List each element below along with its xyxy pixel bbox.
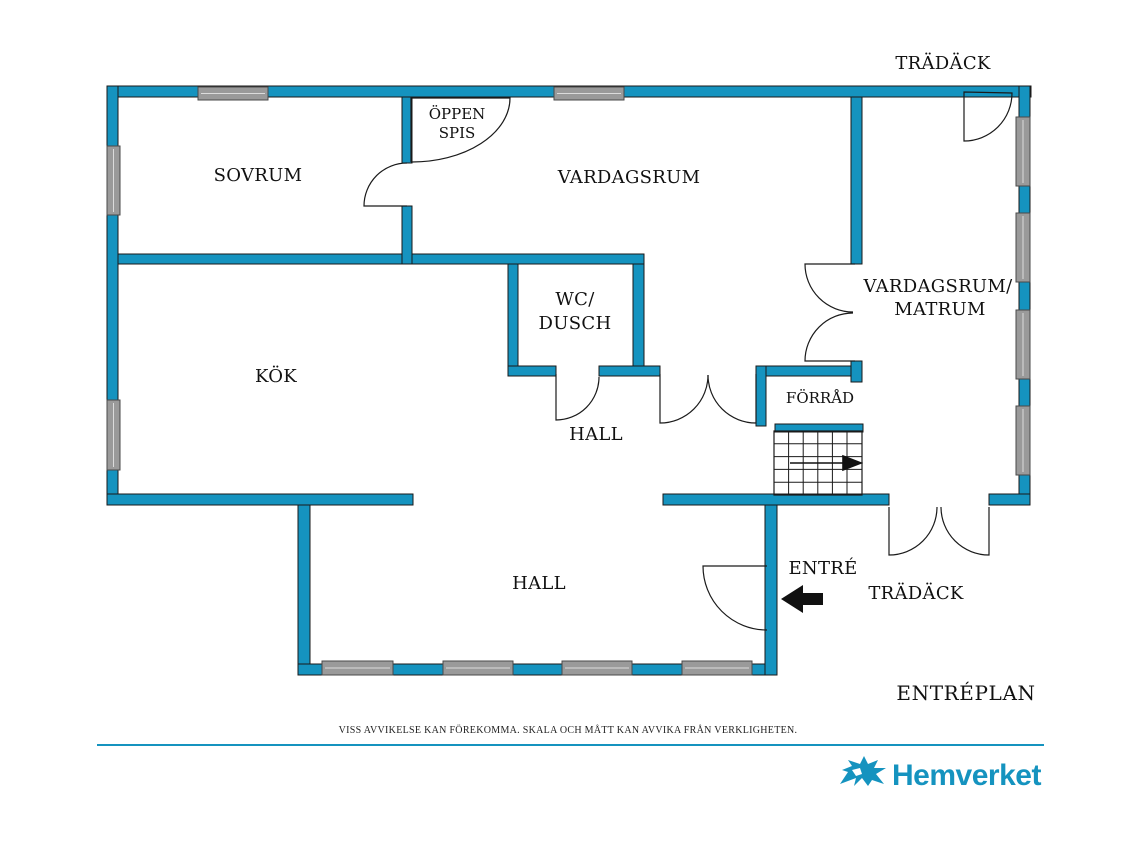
wall-segment xyxy=(117,253,645,265)
window xyxy=(197,86,269,101)
wall-segment xyxy=(774,423,864,433)
wall-segment xyxy=(507,365,557,377)
label-forrad: FÖRRÅD xyxy=(786,389,854,407)
wall-segment xyxy=(507,263,519,377)
wall-segment xyxy=(297,494,311,676)
label-oppen-spis-line1: ÖPPEN xyxy=(429,105,486,123)
door-tradack-bottom-left xyxy=(888,506,938,556)
wall-segment xyxy=(988,493,1031,506)
window xyxy=(442,660,514,676)
wall-segment xyxy=(662,493,890,506)
window xyxy=(1015,116,1031,187)
window xyxy=(681,660,753,676)
label-entreplan: ENTRÉPLAN xyxy=(896,681,1035,705)
disclaimer-text: VISS AVVIKELSE KAN FÖREKOMMA. SKALA OCH … xyxy=(339,724,798,736)
label-vardagsrum-matrum-line2: MATRUM xyxy=(894,299,985,320)
window xyxy=(321,660,394,676)
windows xyxy=(106,86,1031,676)
label-sovrum: SOVRUM xyxy=(214,165,303,186)
griffin-logo-icon xyxy=(840,756,886,786)
label-hall-small: HALL xyxy=(569,424,623,445)
label-tradack-top: TRÄDÄCK xyxy=(895,51,991,74)
window xyxy=(553,86,625,101)
wall-segment xyxy=(106,493,414,506)
stairs-arrow-icon xyxy=(790,454,864,472)
label-entre: ENTRÉ xyxy=(788,556,857,579)
door-entre xyxy=(702,565,768,631)
door-matrum-upper xyxy=(804,263,855,313)
fireplace-arc xyxy=(410,97,511,163)
doors xyxy=(363,91,1013,631)
brand-name: Hemverket xyxy=(892,759,1041,792)
label-oppen-spis-line2: SPIS xyxy=(439,124,476,142)
label-hall-big: HALL xyxy=(512,573,566,594)
wall-segment xyxy=(598,365,661,377)
window xyxy=(1015,405,1031,476)
window xyxy=(106,399,121,471)
wall-segment xyxy=(755,365,767,427)
wall-segment xyxy=(401,205,413,265)
label-vardagsrum: VARDAGSRUM xyxy=(557,167,701,188)
wall-segment xyxy=(764,494,778,676)
door-hall-double-right xyxy=(707,374,757,424)
entrance-arrow-icon xyxy=(781,585,823,613)
label-kok: KÖK xyxy=(255,364,297,387)
door-matrum-lower xyxy=(804,312,855,362)
wall-segment xyxy=(632,263,645,377)
door-tradack-bottom-right xyxy=(940,506,990,556)
wall-segment xyxy=(850,360,863,383)
footer-divider xyxy=(97,744,1044,746)
door-sovrum xyxy=(363,162,408,207)
label-wc-line2: DUSCH xyxy=(539,313,612,334)
wall-segment xyxy=(850,96,863,265)
window xyxy=(1015,212,1031,283)
window xyxy=(561,660,633,676)
door-hall-double-left xyxy=(659,374,709,424)
label-vardagsrum-matrum-line1: VARDAGSRUM/ xyxy=(863,276,1014,297)
label-tradack-bottom: TRÄDÄCK xyxy=(868,581,964,604)
door-tradack-top xyxy=(963,91,1013,142)
window xyxy=(1015,309,1031,380)
door-wc xyxy=(555,374,600,421)
window xyxy=(106,145,121,216)
label-wc-line1: WC/ xyxy=(555,289,595,310)
wall-segment xyxy=(755,365,863,377)
